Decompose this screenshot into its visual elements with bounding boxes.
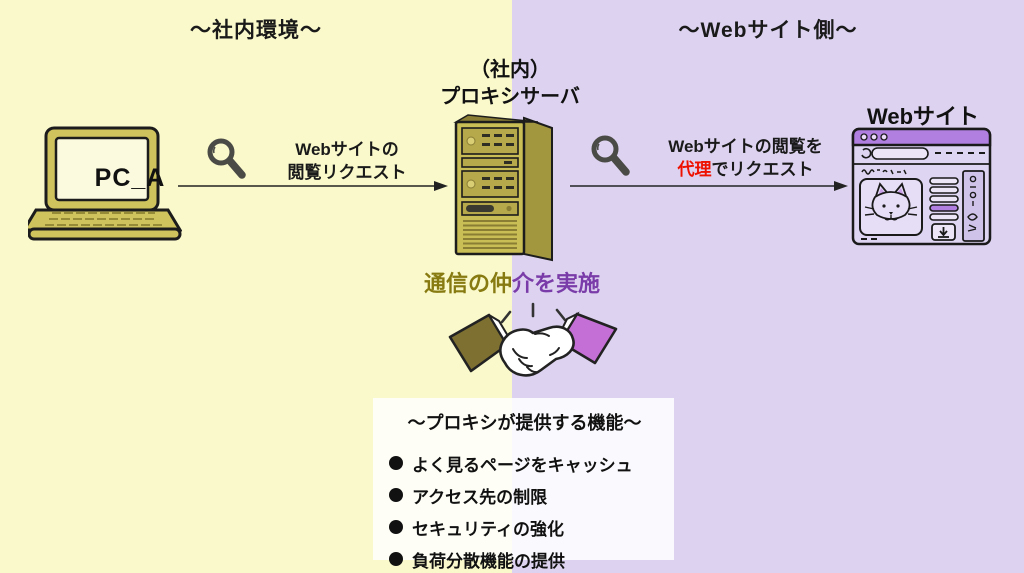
- mediation-caption: 通信の仲介を実施: [362, 266, 662, 298]
- request-arrow-internal: [178, 181, 448, 191]
- proxy-title-line1: （社内）: [470, 59, 550, 81]
- browser-window-icon: [851, 127, 992, 246]
- feature-item: セキュリティの強化: [389, 511, 660, 543]
- request-internal-line1: Webサイトの: [295, 140, 399, 159]
- mediation-text-website: 介を実施: [512, 271, 601, 296]
- request-external-rest: でリクエスト: [711, 160, 814, 179]
- request-external-line1: Webサイトの閲覧を: [668, 137, 823, 156]
- request-external-line2: 代理でリクエスト: [638, 158, 853, 181]
- request-internal-line2: 閲覧リクエスト: [287, 163, 407, 182]
- bullet-icon: [389, 552, 403, 566]
- bullet-icon: [389, 456, 403, 470]
- feature-text: 負荷分散機能の提供: [412, 551, 565, 571]
- bullet-icon: [389, 520, 403, 534]
- request-external-highlight: 代理: [677, 160, 712, 179]
- website-zone-title: 〜Webサイト側〜: [678, 19, 858, 42]
- proxy-server: [452, 110, 568, 262]
- client-pc-label: PC_A: [94, 163, 166, 192]
- website-browser: [851, 127, 993, 247]
- features-title: 〜プロキシが提供する機能〜: [407, 413, 642, 433]
- download-icon: [938, 227, 949, 238]
- handshake-icon: [448, 302, 618, 377]
- laptop-icon: [28, 126, 182, 241]
- feature-item: 負荷分散機能の提供: [389, 543, 660, 573]
- server-icon: [453, 114, 553, 262]
- mediation-handshake: [447, 297, 619, 393]
- proxy-features-panel: 〜プロキシが提供する機能〜 よく見るページをキャッシュ アクセス先の制限 セキュ…: [373, 398, 674, 571]
- request-external-label: Webサイトの閲覧を 代理でリクエスト: [638, 135, 853, 181]
- magnifier-icon: [207, 138, 246, 179]
- feature-item: よく見るページをキャッシュ: [389, 447, 660, 479]
- feature-text: アクセス先の制限: [412, 487, 548, 507]
- request-arrow-external: [570, 181, 848, 191]
- bullet-icon: [389, 488, 403, 502]
- proxy-server-title: （社内） プロキシサーバ: [400, 57, 620, 111]
- request-internal-label: Webサイトの 閲覧リクエスト: [252, 138, 442, 184]
- feature-text: よく見るページをキャッシュ: [412, 455, 633, 475]
- magnifier-icon: [591, 135, 630, 176]
- feature-text: セキュリティの強化: [412, 519, 564, 539]
- internal-zone-title: 〜社内環境〜: [190, 19, 322, 42]
- feature-item: アクセス先の制限: [389, 479, 660, 511]
- proxy-title-line2: プロキシサーバ: [440, 86, 580, 108]
- website-title: Webサイト: [866, 104, 980, 129]
- cat-illustration: [864, 182, 918, 221]
- client-laptop: PC_A: [28, 126, 182, 244]
- mediation-text-internal: 通信の仲: [423, 271, 512, 296]
